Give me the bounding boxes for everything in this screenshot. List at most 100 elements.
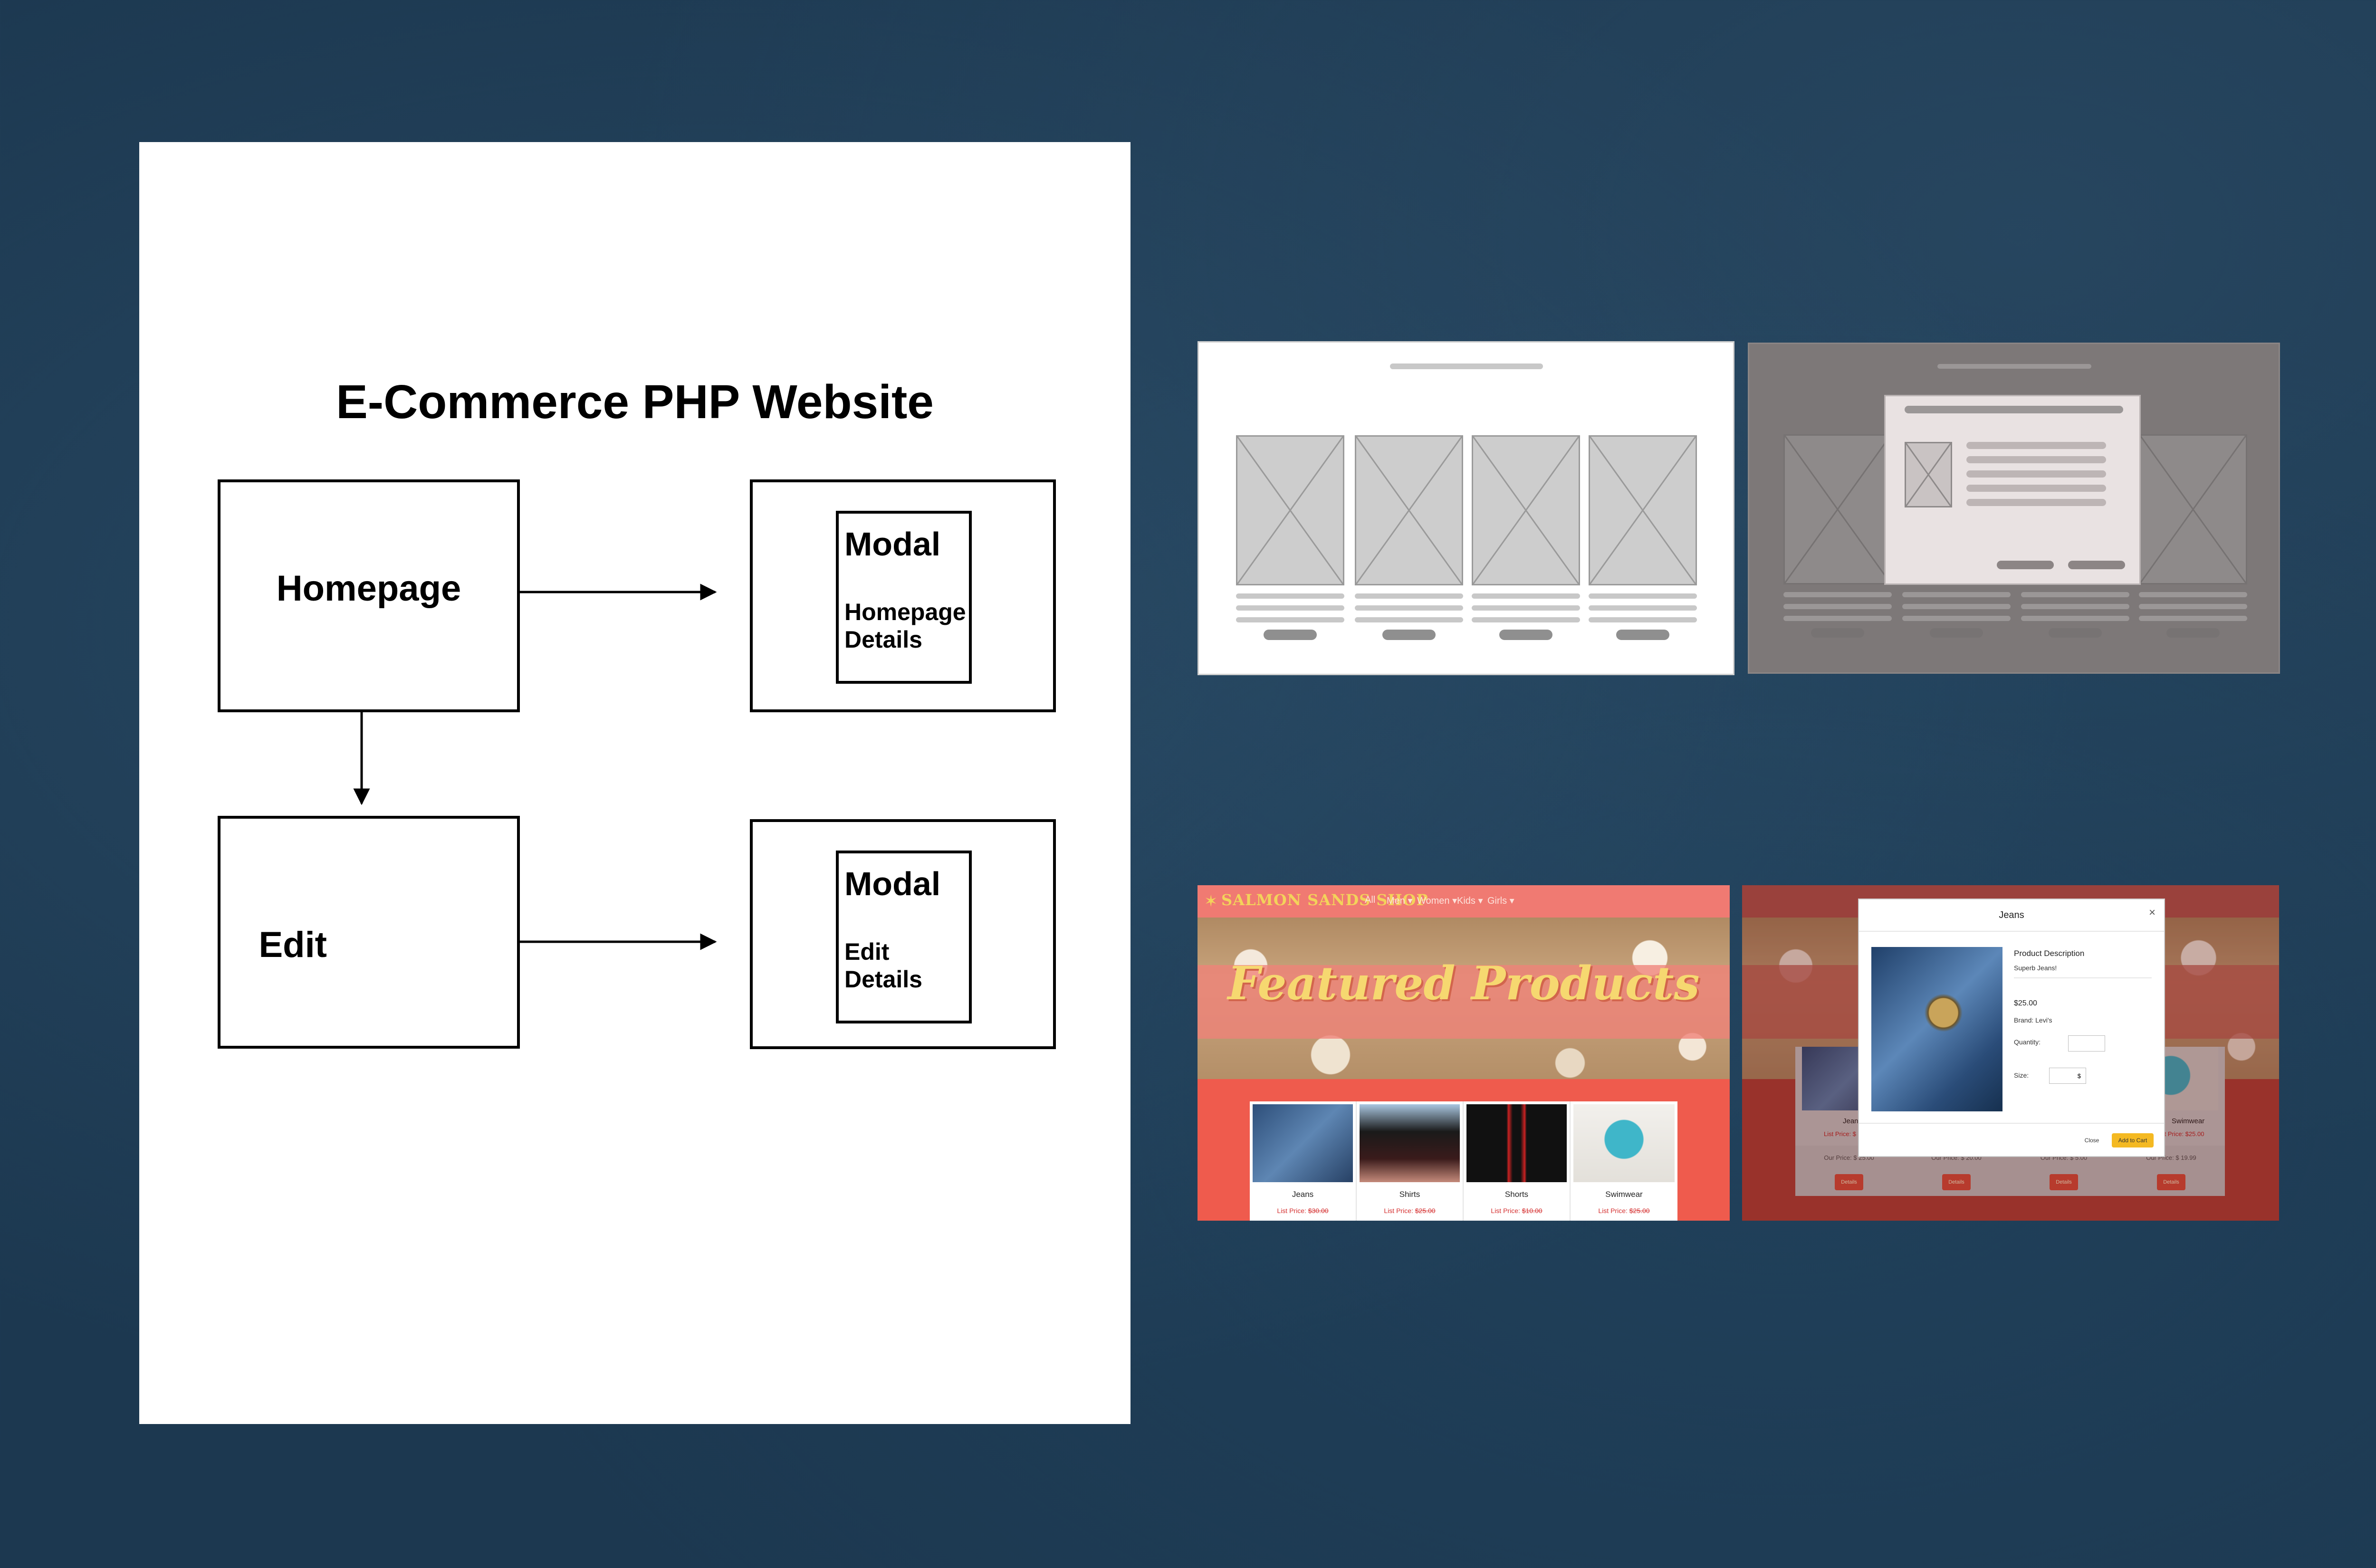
product-list-price: List Price: $25.00 [2156, 1130, 2204, 1138]
modal-homepage-detail-line1: Homepage [844, 599, 966, 625]
description-text: Superb Jeans! [2014, 964, 2057, 972]
wire-product-image [1589, 435, 1697, 585]
wire-header-bar [1390, 363, 1543, 369]
wire-text-line [2021, 604, 2129, 609]
starfish-logo-icon: ✶ [1204, 892, 1218, 910]
wire-modal-text-line [1966, 499, 2106, 506]
shop-navbar: ✶ SALMON SANDS SHOP All Men ▾ Women ▾ Ki… [1198, 885, 1730, 918]
add-to-cart-button[interactable]: Add to Cart [2112, 1133, 2154, 1147]
wire-product-image [1783, 434, 1892, 584]
wire-text-line [1589, 605, 1697, 611]
nav-item-women[interactable]: Women ▾ [1417, 896, 1457, 906]
product-details-modal: Jeans × Product Description Superb Jeans… [1858, 899, 2165, 1157]
product-name: Swimwear [1605, 1190, 1643, 1199]
wire-product-image [1472, 435, 1580, 585]
product-card[interactable]: Jeans List Price: $30.00 [1250, 1101, 1357, 1221]
modal-divider [1859, 931, 2164, 932]
edit-label: Edit [259, 925, 327, 965]
product-image[interactable] [1573, 1104, 1675, 1182]
list-price-value: $25.00 [1629, 1207, 1650, 1214]
product-list-price: List Price: $10.00 [1464, 1207, 1570, 1214]
wire-details-button [1264, 630, 1317, 640]
product-list-price: List Price: $25.00 [1571, 1207, 1677, 1214]
close-button[interactable]: Close [2084, 1137, 2099, 1144]
wire-product-image [1355, 435, 1463, 585]
nav-item-kids[interactable]: Kids ▾ [1457, 896, 1483, 906]
wire-text-line [2139, 592, 2247, 597]
footer-divider [1859, 1123, 2164, 1124]
product-card[interactable]: Shorts List Price: $10.00 [1464, 1101, 1571, 1221]
wire-text-line [1902, 592, 2011, 597]
list-price-label: List Price: [1277, 1207, 1306, 1214]
wire-text-line [1589, 617, 1697, 622]
modal-homepage-title: Modal [844, 526, 941, 563]
list-price-label: List Price: [1491, 1207, 1520, 1214]
diagram-edges [353, 583, 717, 950]
wire-text-line [1472, 605, 1580, 611]
product-image[interactable] [1360, 1104, 1460, 1182]
wire-text-line [1236, 605, 1344, 611]
wire-text-line [2021, 616, 2129, 621]
product-image[interactable] [1253, 1104, 1353, 1182]
product-card[interactable]: Swimwear List Price: $25.00 [1571, 1101, 1677, 1221]
product-name: Shorts [1504, 1190, 1529, 1199]
wire-text-line [2139, 604, 2247, 609]
wire-modal-dialog [1884, 395, 2141, 585]
modal-edit-title: Modal [844, 865, 941, 902]
quantity-input[interactable] [2068, 1035, 2105, 1052]
modal-homepage-detail: Homepage Details [844, 598, 1001, 653]
product-grid: Jeans List Price: $30.00 Shirts List Pri… [1250, 1101, 1677, 1221]
close-icon[interactable]: × [2148, 906, 2156, 919]
wire-modal-text-line [1966, 442, 2106, 449]
details-button[interactable]: Details [1942, 1174, 1971, 1190]
quantity-label: Quantity: [2014, 1038, 2041, 1046]
banner-band [1198, 965, 1730, 1039]
wire-modal-image [1905, 442, 1952, 507]
details-button[interactable]: Details [1835, 1174, 1863, 1190]
wire-modal-button [1997, 561, 2054, 569]
flow-diagram-sheet: E-Commerce PHP Website Homepage Edit Mod… [139, 142, 1131, 1424]
shop-brand[interactable]: SALMON SANDS SHOP [1221, 891, 1428, 909]
diagram-title: E-Commerce PHP Website [336, 375, 934, 429]
product-list-price: List Price: $ [1824, 1130, 1856, 1138]
wire-header-bar [1937, 364, 2091, 369]
list-price-value: $25.00 [1415, 1207, 1436, 1214]
wire-text-line [1902, 616, 2011, 621]
nav-item-all[interactable]: All [1365, 895, 1376, 905]
product-name: Jeans [1843, 1117, 1862, 1125]
wire-details-button [1382, 630, 1436, 640]
wire-details-button [2049, 628, 2102, 638]
wire-text-line [1472, 593, 1580, 599]
wire-text-line [1472, 617, 1580, 622]
wire-text-line [1902, 604, 2011, 609]
list-price-value: $10.00 [1522, 1207, 1542, 1214]
wire-details-button [1811, 628, 1864, 638]
details-button[interactable]: Details [2050, 1174, 2078, 1190]
modal-edit-node: Modal Edit Details [750, 819, 1056, 1049]
shop-modal-screenshot: Jeans Swimwear List Price: $ List Price:… [1742, 885, 2279, 1221]
description-heading: Product Description [2014, 949, 2085, 958]
nav-item-men[interactable]: Men ▾ [1387, 896, 1413, 906]
wire-text-line [1236, 617, 1344, 622]
list-price-label: List Price: [1598, 1207, 1628, 1214]
wire-modal-text-line [1966, 456, 2106, 463]
modal-edit-inner: Modal Edit Details [836, 851, 972, 1023]
product-name: Shirts [1399, 1190, 1420, 1199]
size-label: Size: [2014, 1071, 2029, 1079]
product-card[interactable]: Shirts List Price: $25.00 [1357, 1101, 1464, 1221]
size-select[interactable]: $ [2049, 1068, 2086, 1084]
product-list-price: List Price: $30.00 [1250, 1207, 1356, 1214]
wire-details-button [2166, 628, 2220, 638]
product-image[interactable] [1466, 1104, 1567, 1182]
wire-details-button [1930, 628, 1983, 638]
details-button[interactable]: Details [2157, 1174, 2185, 1190]
nav-item-girls[interactable]: Girls ▾ [1487, 896, 1514, 906]
wire-modal-text-line [1966, 485, 2106, 492]
featured-products-heading: Featured Products [1227, 956, 1700, 1010]
modal-homepage-node: Modal Homepage Details [750, 479, 1056, 712]
modal-title: Jeans [1999, 910, 2024, 920]
wireframe-homepage [1198, 341, 1734, 675]
wire-text-line [1355, 605, 1463, 611]
wire-text-line [1355, 617, 1463, 622]
wire-text-line [1236, 593, 1344, 599]
